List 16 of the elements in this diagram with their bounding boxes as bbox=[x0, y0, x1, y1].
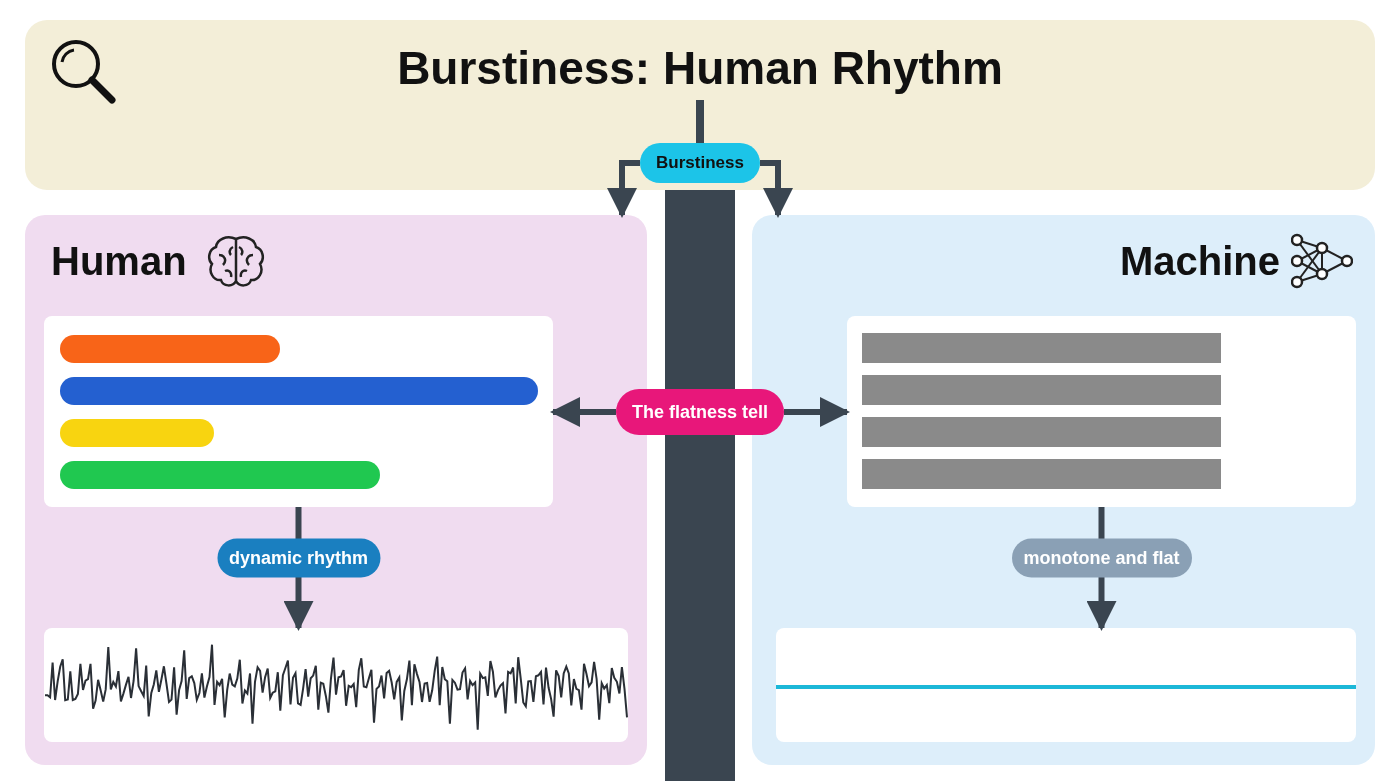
flat-line-card bbox=[776, 628, 1356, 742]
edge-label: monotone and flat bbox=[1011, 538, 1192, 577]
waveform-card bbox=[44, 628, 628, 742]
panel-heading: Human bbox=[51, 238, 187, 285]
arrow bbox=[760, 160, 793, 218]
arrow bbox=[784, 397, 850, 427]
cloud-shape: Burstiness bbox=[640, 143, 760, 183]
text-card bbox=[44, 316, 553, 507]
text-card bbox=[847, 316, 1356, 507]
center-pillar bbox=[665, 190, 735, 781]
arrow bbox=[607, 160, 640, 218]
title: Burstiness: Human Rhythm bbox=[396, 41, 1004, 96]
edge-label: dynamic rhythm bbox=[217, 538, 380, 577]
arrow bbox=[550, 397, 616, 427]
panel-heading: Machine bbox=[1119, 238, 1280, 285]
callout-pill: The flatness tell bbox=[616, 389, 784, 435]
